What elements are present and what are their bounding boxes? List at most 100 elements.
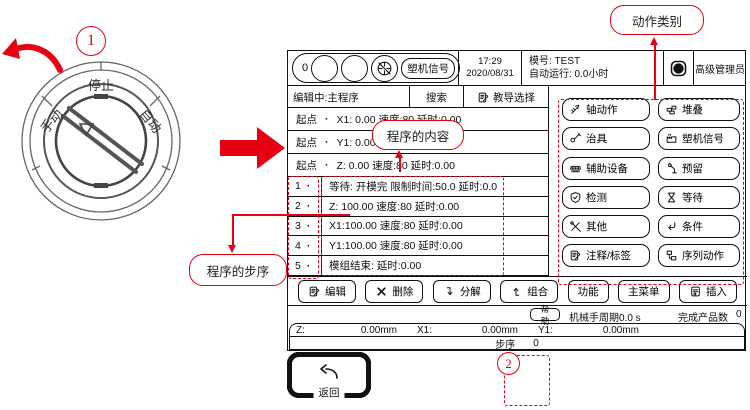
machine-signal-indicator: 0 塑机信号	[292, 53, 460, 83]
axis-label: Y1:	[538, 324, 554, 336]
program-step-row[interactable]: 4 · Y1:100.00 速度:80 延时:0.00	[288, 236, 548, 257]
category-label: 等待	[682, 191, 703, 204]
toolbar-button-label: 主菜单	[628, 285, 660, 298]
category-button[interactable]: 堆叠	[658, 98, 740, 121]
start-point-row[interactable]: 起点 · Z: 0.00 速度:80 延时:0.00	[288, 154, 548, 177]
toolbar-button[interactable]: 删除	[365, 279, 424, 303]
category-label: 轴动作	[586, 104, 618, 116]
category-label: 注释/标签	[586, 250, 631, 263]
toolbar-button[interactable]: 组合	[500, 279, 559, 303]
step-counter: 步序 0	[290, 337, 744, 351]
program-step-row[interactable]: 1 · 等待: 开模完 限制时间:50.0 延时:0.0	[288, 177, 548, 197]
sequence-icon	[665, 249, 678, 262]
callout-program-content: 程序的内容	[372, 120, 464, 150]
action-category-grid: 轴动作 堆叠 治具 塑机信号 辅	[562, 98, 740, 268]
mold-number: 模号: TEST	[529, 56, 581, 67]
step-text: 模组结束: 延时:0.00	[329, 260, 422, 273]
toolbar-button[interactable]: 编辑	[298, 279, 356, 303]
auto-run-hours: 自动运行: 0.0小时	[529, 69, 609, 80]
help-button[interactable]: 帮助	[530, 304, 560, 326]
program-step-list: 1 · 等待: 开模完 限制时间:50.0 延时:0.0 2 · Z: 100.…	[288, 177, 548, 276]
hourglass-icon	[665, 191, 678, 204]
step-counter-value: 0	[533, 337, 539, 349]
row-bullet: ·	[306, 219, 311, 232]
axis-position: Z: 0.00mm	[290, 325, 411, 336]
insert-page-icon	[689, 285, 702, 298]
date-value: 2020/08/31	[466, 68, 514, 79]
axis-value: 0.00mm	[602, 324, 639, 336]
rotate-arrow-icon	[2, 38, 63, 73]
search-button[interactable]: 搜索	[409, 86, 463, 108]
user-indicator-icon	[668, 58, 689, 79]
category-button[interactable]: 序列动作	[658, 244, 740, 268]
stack-icon	[665, 103, 678, 116]
teach-select-button[interactable]: 教导选择	[463, 86, 548, 108]
toolbar-button-label: 删除	[392, 285, 414, 298]
tools-icon	[569, 220, 582, 233]
clock: 17:29 2020/08/31	[458, 51, 521, 86]
toolbar-button[interactable]: 插入	[678, 279, 737, 303]
toolbar-button-label: 插入	[705, 285, 727, 298]
pointer-arrow-icon	[220, 127, 285, 169]
step-counter-label: 步序	[495, 339, 516, 351]
step-number: 2	[295, 200, 301, 213]
program-step-row[interactable]: 2 · Z: 100.00 速度:80 延时:0.00	[288, 196, 548, 217]
finished-products-value: 0	[736, 309, 742, 320]
finished-products-label: 完成产品数	[678, 313, 728, 324]
conveyor-icon	[569, 162, 582, 175]
signal-lamp-1	[311, 54, 339, 82]
category-label: 检测	[586, 191, 607, 204]
callout-program-steps: 程序的步序	[189, 254, 287, 286]
row-bullet: ·	[306, 259, 311, 272]
step-number: 1	[295, 180, 301, 193]
row-bullet: ·	[306, 180, 311, 193]
note-icon	[569, 249, 582, 262]
toolbar-button[interactable]: 分解	[432, 279, 491, 303]
callout-action-category: 动作类别	[610, 5, 704, 35]
category-button[interactable]: 塑机信号	[658, 127, 740, 151]
category-button[interactable]: 注释/标签	[562, 244, 650, 268]
row-bullet: ·	[325, 159, 329, 171]
hardware-button[interactable]: 返回	[287, 352, 371, 400]
program-step-row[interactable]: 3 · X1:100.00 速度:80 延时:0.00	[288, 216, 548, 237]
axis-position: Y1: 0.00mm	[532, 325, 653, 336]
category-button[interactable]: 检测	[562, 185, 650, 209]
step-number-cell: 3 ·	[288, 216, 322, 236]
factory-icon	[665, 132, 678, 145]
edit-toolbar: 编辑 删除 分解 组合 功能	[288, 276, 747, 306]
user-indicator-cell	[663, 51, 693, 86]
robot-cycle: 机械手周期0.0 s	[569, 313, 641, 324]
callout-arrowhead	[228, 245, 236, 253]
start-point-label: 起点	[296, 159, 317, 172]
machine-signal-icon	[371, 54, 399, 82]
back-arrow-icon	[317, 366, 341, 384]
hardware-button-row: 功能 监视 教导 报警/修改 返回	[287, 352, 747, 404]
category-button[interactable]: 治具	[562, 127, 650, 151]
toolbar-button[interactable]: 功能	[567, 279, 609, 303]
teach-select-icon	[477, 91, 490, 104]
program-step-row[interactable]: 5 · 模组结束: 延时:0.00	[288, 256, 548, 276]
category-label: 堆叠	[682, 104, 703, 116]
toolbar-button-label: 分解	[459, 285, 481, 298]
axis-label: X1:	[417, 324, 433, 336]
status-row: 帮助 机械手周期0.0 s 完成产品数 0	[288, 304, 747, 326]
toolbar-button[interactable]: 主菜单	[618, 279, 670, 303]
row-bullet: ·	[325, 113, 329, 125]
signal-counter: 0	[302, 62, 309, 74]
hardware-button-label: 返回	[313, 385, 345, 400]
position-readout: Z: 0.00mm X1: 0.00mm Y1: 0.00mm 步序	[289, 323, 745, 351]
axis-label: Z:	[296, 324, 305, 336]
category-button[interactable]: 等待	[658, 185, 740, 209]
axis-value: 0.00mm	[360, 324, 397, 336]
category-button[interactable]: 预留	[658, 156, 740, 180]
toolbar-button-label: 编辑	[325, 285, 346, 298]
program-subheader: 编辑中:主程序 搜索 教导选择	[288, 86, 548, 108]
category-button[interactable]: 其他	[562, 215, 650, 239]
category-button[interactable]: 辅助设备	[562, 156, 650, 180]
category-button[interactable]: 轴动作	[562, 98, 650, 121]
user-role: 高级管理员	[693, 51, 746, 86]
row-bullet: ·	[325, 136, 329, 148]
category-button[interactable]: 条件	[658, 215, 740, 239]
step-marker-2: 2	[497, 352, 520, 375]
step-number-cell: 1 ·	[288, 177, 322, 196]
